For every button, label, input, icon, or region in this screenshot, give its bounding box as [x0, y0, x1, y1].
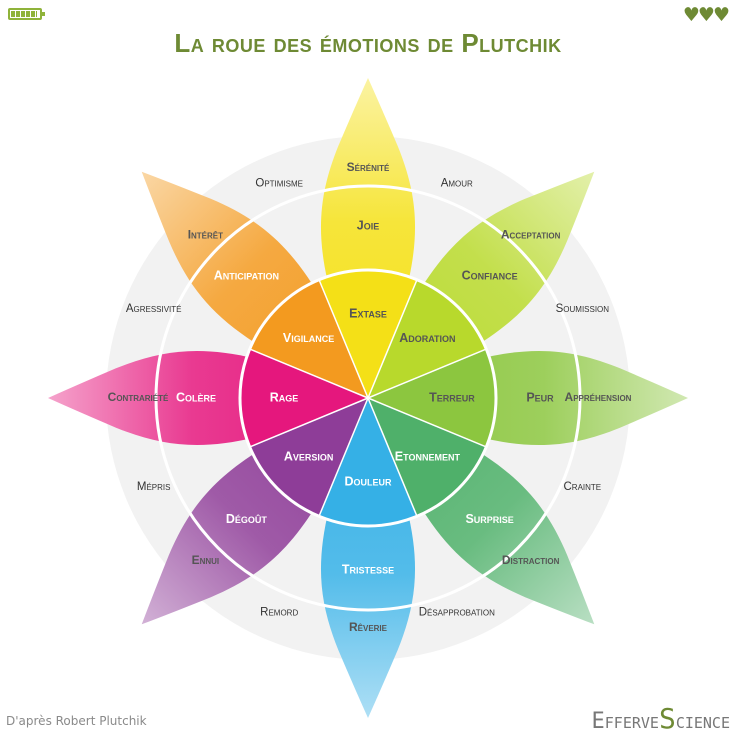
sector-divider	[318, 279, 369, 399]
label-outer-joy: Sérénité	[347, 160, 390, 174]
dyad-label-0: Amour	[441, 178, 473, 190]
label-outer-trust: Acceptation	[501, 228, 561, 242]
dyad-label-1: Soumission	[556, 303, 610, 315]
label-outer-anticipation: Intérêt	[188, 228, 223, 242]
outer-ring	[154, 184, 582, 612]
label-inner-joy: Extase	[349, 306, 387, 320]
sector-sadness	[319, 398, 417, 526]
label-middle-fear: Peur	[526, 390, 554, 404]
sector-anticipation	[249, 279, 368, 398]
sector-divider	[367, 279, 418, 399]
label-inner-surprise: Etonnement	[395, 450, 461, 464]
sector-trust	[368, 279, 487, 398]
label-inner-anticipation: Vigilance	[283, 331, 334, 345]
dyad-label-7: Optimisme	[255, 178, 303, 190]
brand-part3: cience	[675, 709, 730, 734]
sector-divider	[367, 348, 487, 399]
inner-ring	[238, 268, 498, 528]
label-inner-sadness: Douleur	[344, 474, 392, 488]
dyad-label-2: Crainte	[564, 481, 602, 493]
sector-anger	[240, 349, 368, 447]
hearts-icon: ♥♥♥	[682, 4, 730, 26]
label-inner-trust: Adoration	[399, 331, 455, 345]
label-inner-anger: Rage	[270, 390, 299, 404]
label-middle-surprise: Surprise	[465, 512, 513, 526]
sector-divider	[249, 348, 369, 399]
brand-part2: S	[658, 702, 676, 735]
sector-surprise	[368, 398, 487, 517]
label-inner-disgust: Aversion	[284, 450, 334, 464]
label-middle-anger: Colère	[176, 390, 216, 404]
label-middle-anticipation: Anticipation	[214, 269, 279, 283]
credit-text: D'après Robert Plutchik	[6, 714, 147, 728]
brand-part1: Efferve	[591, 709, 659, 734]
label-middle-sadness: Tristesse	[342, 562, 394, 576]
dyad-label-6: Agressivité	[126, 303, 182, 315]
sector-divider	[367, 397, 418, 517]
label-outer-disgust: Ennui	[192, 553, 220, 567]
label-outer-sadness: Rêverie	[349, 620, 388, 634]
sector-fear	[368, 349, 496, 447]
battery-fill	[11, 11, 37, 17]
label-outer-fear: Appréhension	[565, 390, 632, 404]
label-outer-anger: Contrariété	[108, 390, 169, 404]
label-middle-trust: Confiance	[462, 269, 518, 283]
sector-disgust	[249, 398, 368, 517]
sector-joy	[319, 269, 417, 398]
label-middle-joy: Joie	[357, 218, 379, 232]
dyad-label-5: Mépris	[137, 481, 171, 493]
sector-divider	[367, 397, 487, 448]
brand-logo: EfferveScience	[592, 702, 730, 735]
battery-icon	[8, 8, 45, 20]
page-title: La roue des émotions de Plutchik	[174, 28, 562, 58]
dyad-label-3: Désapprobation	[419, 606, 495, 618]
sector-divider	[249, 397, 369, 448]
label-middle-disgust: Dégoût	[226, 512, 268, 526]
label-inner-fear: Terreur	[429, 390, 475, 404]
sector-divider	[318, 397, 369, 517]
dyad-label-4: Remord	[260, 606, 298, 618]
label-outer-surprise: Distraction	[502, 553, 560, 567]
